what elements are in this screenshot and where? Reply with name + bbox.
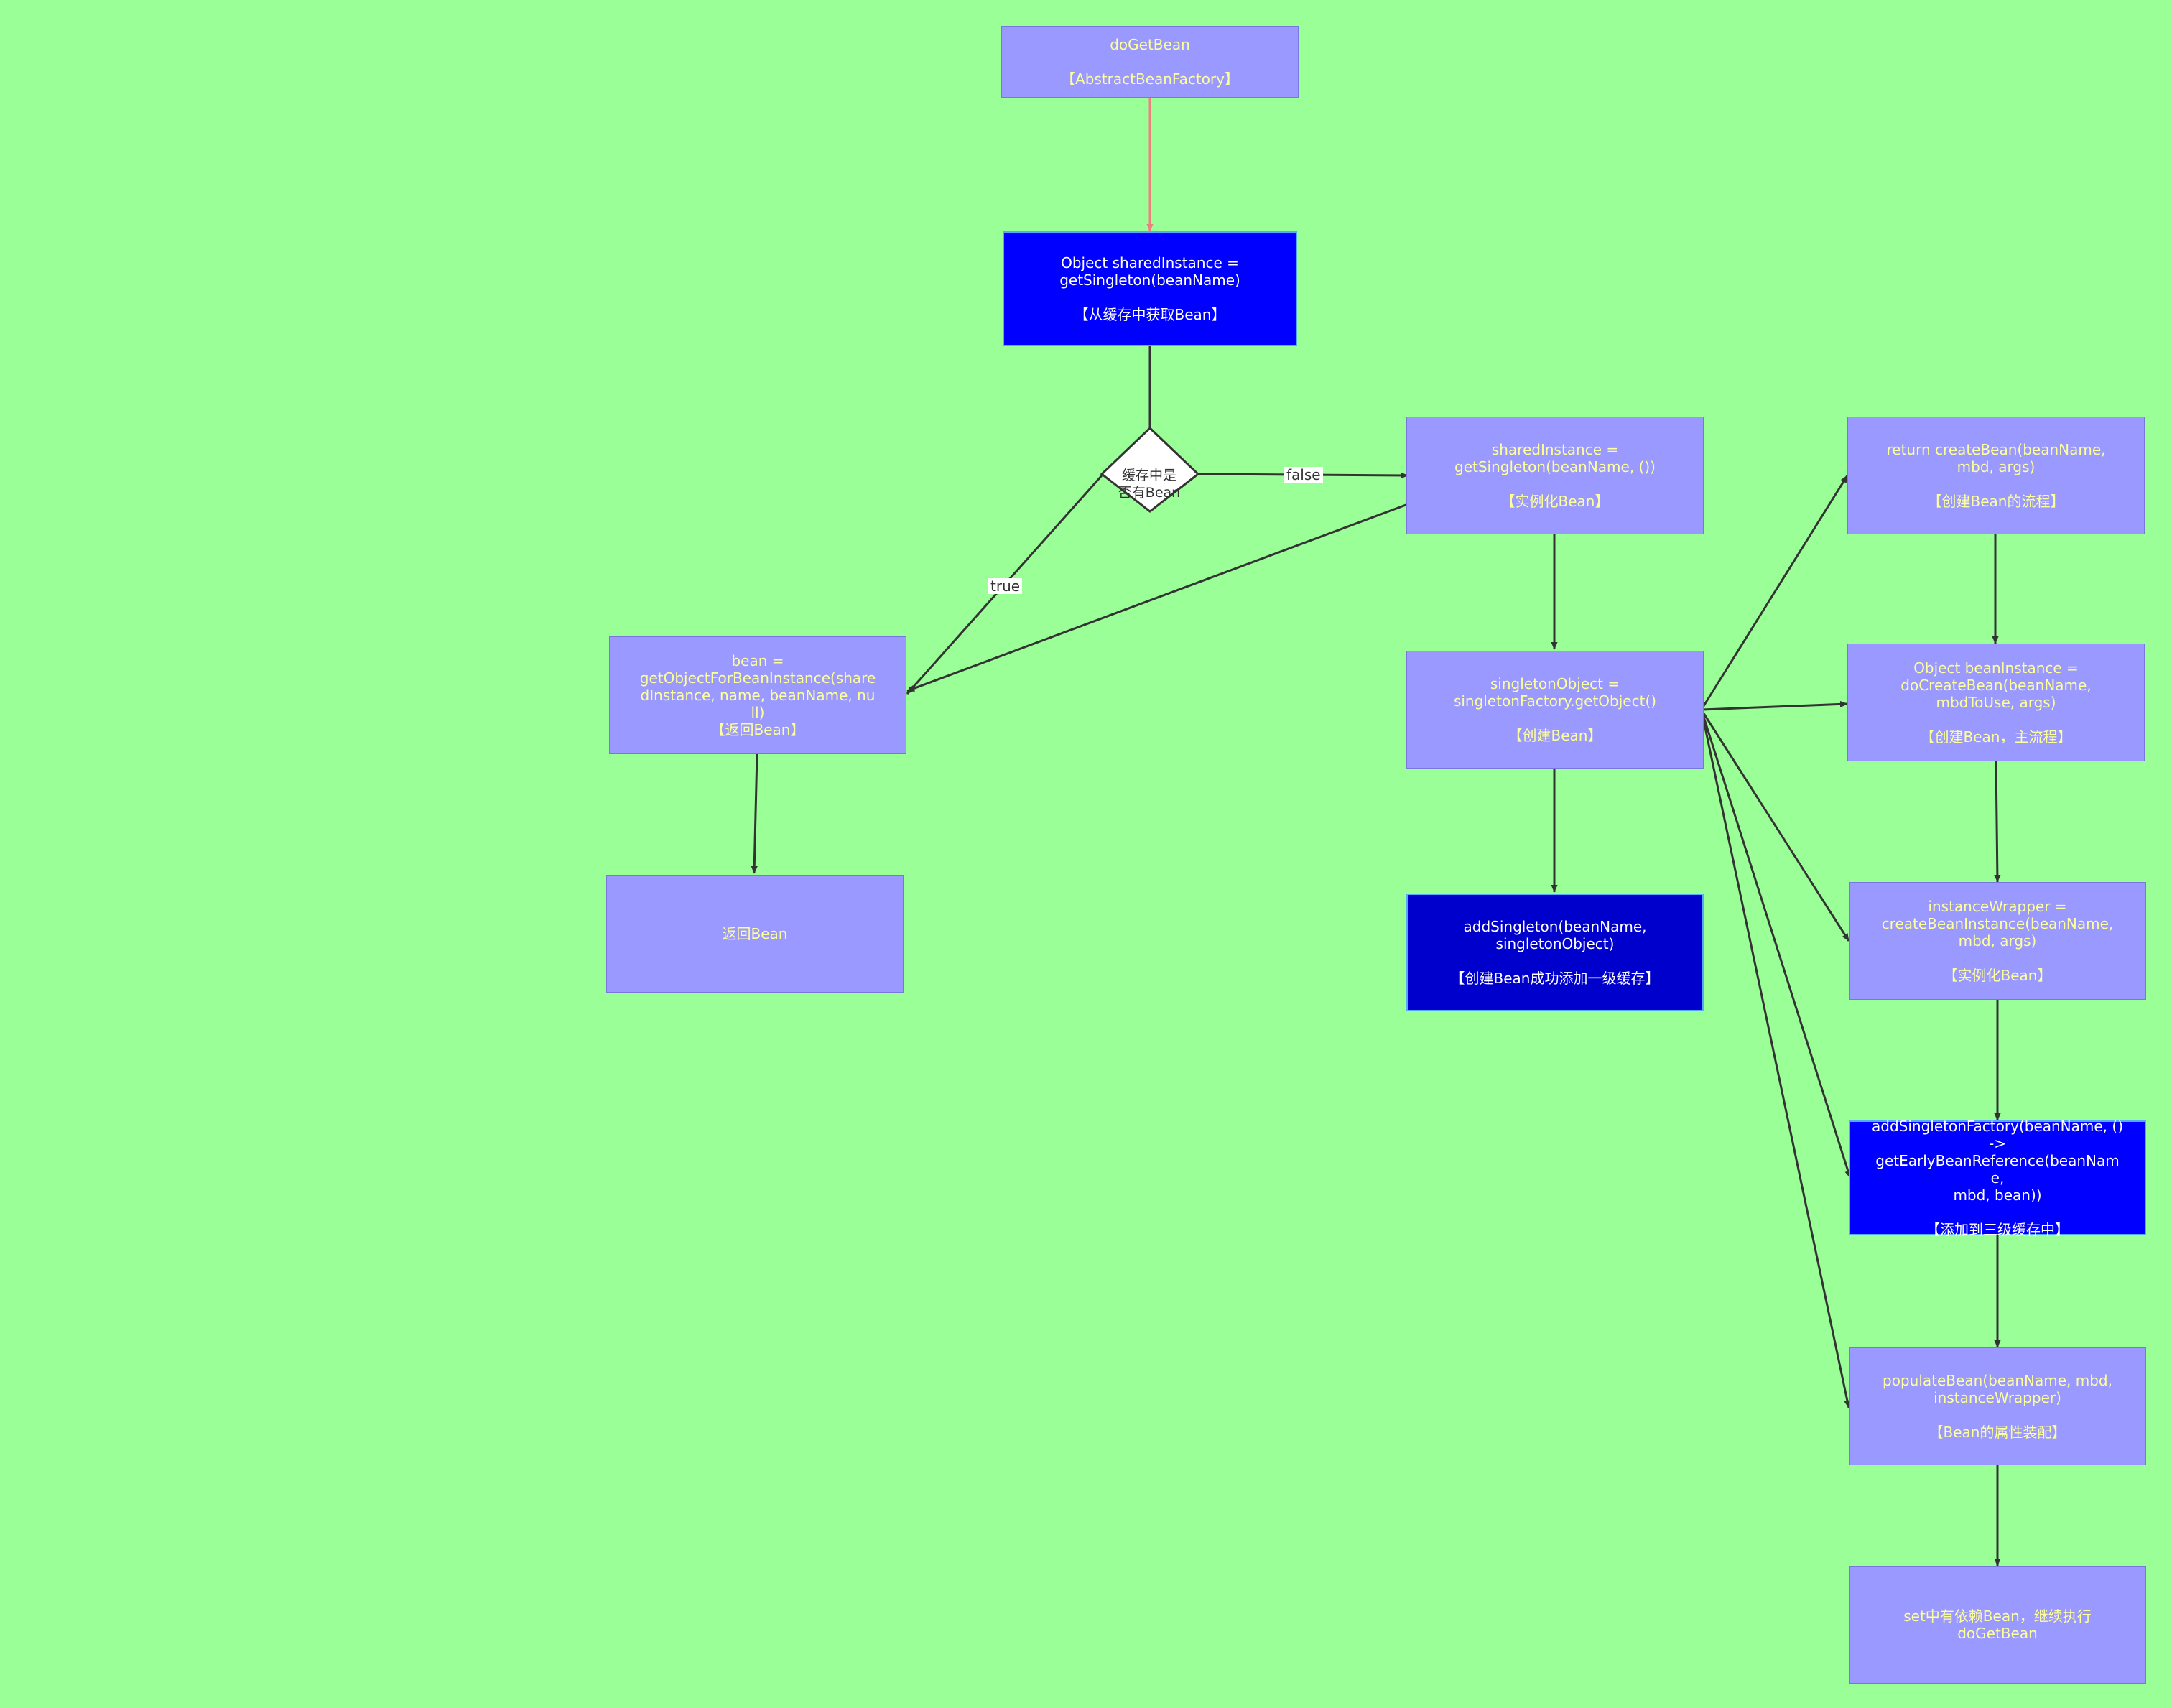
- node-title: return createBean(beanName, mbd, args): [1886, 441, 2106, 475]
- node-singleton-factory-get-object[interactable]: singletonObject = singletonFactory.getOb…: [1406, 651, 1704, 769]
- node-subtitle: 【Bean的属性装配】: [1929, 1424, 2066, 1441]
- edge-singletonobject-to-createbeaninstance: [1701, 710, 1850, 942]
- node-subtitle: 【从缓存中获取Bean】: [1074, 306, 1226, 323]
- node-set-dependency[interactable]: set中有依赖Bean，继续执行 doGetBean: [1849, 1566, 2146, 1684]
- node-title: singletonObject = singletonFactory.getOb…: [1453, 675, 1657, 710]
- edge-singletonobject-to-addsingletonfactory: [1701, 712, 1852, 1179]
- node-get-object-for-bean-instance[interactable]: bean = getObjectForBeanInstance(sharedIn…: [609, 636, 906, 754]
- node-add-singleton[interactable]: addSingleton(beanName, singletonObject) …: [1406, 894, 1704, 1011]
- edge-getobject-to-returnbean: [751, 753, 758, 874]
- decision-diamond: [1100, 426, 1200, 513]
- node-subtitle: 【创建Bean，主流程】: [1920, 728, 2072, 746]
- edge-singletonobject-to-docreatebean: [1702, 700, 1848, 711]
- node-title: doGetBean: [1110, 36, 1190, 53]
- node-title: Object beanInstance = doCreateBean(beanN…: [1900, 659, 2092, 711]
- decision-label: 缓存中是 否有Bean: [1118, 468, 1181, 501]
- node-add-singleton-factory[interactable]: addSingletonFactory(beanName, () -> getE…: [1849, 1118, 2146, 1238]
- node-subtitle: 【创建Bean成功添加一级缓存】: [1450, 970, 1660, 987]
- node-get-singleton-factory[interactable]: sharedInstance = getSingleton(beanName, …: [1406, 417, 1704, 534]
- edge-singletonobject-to-populatebean: [1701, 713, 1851, 1408]
- node-do-create-bean[interactable]: Object beanInstance = doCreateBean(beanN…: [1847, 644, 2145, 761]
- node-create-bean-instance[interactable]: instanceWrapper = createBeanInstance(bea…: [1849, 882, 2146, 1000]
- node-title: populateBean(beanName, mbd, instanceWrap…: [1883, 1372, 2112, 1406]
- node-title: addSingletonFactory(beanName, () -> getE…: [1872, 1118, 2123, 1204]
- node-title: addSingleton(beanName, singletonObject): [1463, 918, 1647, 952]
- node-get-singleton-cache[interactable]: Object sharedInstance = getSingleton(bea…: [1003, 231, 1297, 346]
- edge-singletonobject-to-createbean: [1701, 475, 1849, 709]
- node-title: Object sharedInstance = getSingleton(bea…: [1059, 254, 1240, 289]
- node-subtitle: 【返回Bean】: [710, 721, 805, 738]
- node-do-get-bean[interactable]: doGetBean 【AbstractBeanFactory】: [1001, 26, 1299, 98]
- node-return-create-bean[interactable]: return createBean(beanName, mbd, args) 【…: [1847, 417, 2145, 534]
- edge-docreatebean-to-createbeaninstance: [1994, 761, 2001, 883]
- node-title: bean = getObjectForBeanInstance(sharedIn…: [639, 652, 876, 721]
- node-populate-bean[interactable]: populateBean(beanName, mbd, instanceWrap…: [1849, 1347, 2146, 1465]
- node-title: sharedInstance = getSingleton(beanName, …: [1454, 441, 1656, 475]
- node-subtitle: 【创建Bean的流程】: [1927, 493, 2065, 510]
- node-title: 返回Bean: [722, 925, 788, 942]
- edge-sharedinstance-to-getobject: [906, 503, 1408, 692]
- edge-label-false: false: [1284, 467, 1323, 483]
- node-return-bean[interactable]: 返回Bean: [606, 875, 904, 993]
- node-subtitle: 【创建Bean】: [1508, 727, 1602, 744]
- node-title: instanceWrapper = createBeanInstance(bea…: [1881, 898, 2114, 950]
- node-subtitle: 【AbstractBeanFactory】: [1061, 70, 1239, 88]
- node-subtitle: 【实例化Bean】: [1943, 967, 2052, 984]
- node-subtitle: 【实例化Bean】: [1500, 493, 1610, 510]
- node-subtitle: 【添加到三级缓存中】: [1926, 1221, 2069, 1238]
- edge-label-true: true: [988, 578, 1023, 594]
- node-title: set中有依赖Bean，继续执行 doGetBean: [1903, 1607, 2092, 1642]
